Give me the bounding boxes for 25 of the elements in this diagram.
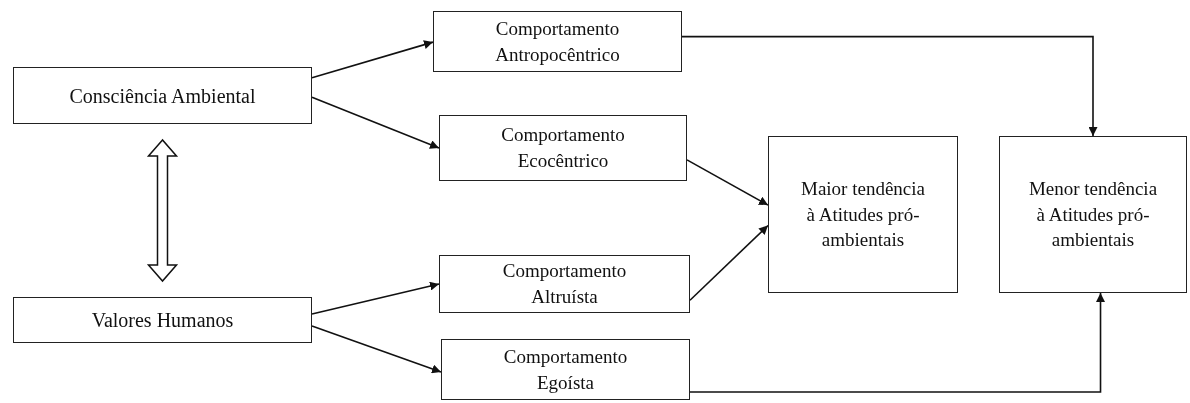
arrow [311, 325, 442, 374]
arrow [689, 224, 769, 302]
double-block-arrow [146, 138, 179, 283]
concept-box [433, 11, 682, 72]
box-label: Consciência Ambiental [69, 83, 256, 108]
arrow [311, 281, 440, 315]
arrow [689, 292, 1105, 393]
concept-box [439, 255, 690, 313]
concept-box [439, 115, 687, 181]
arrow [686, 159, 769, 206]
concept-box [13, 297, 312, 343]
concept-box [768, 136, 958, 293]
box-label: Comportamento Antropocêntrico [494, 16, 621, 67]
box-label: Maior tendência à Atitudes pró-ambientais [800, 177, 926, 253]
concept-box [13, 67, 312, 124]
box-label: Comportamento Ecocêntrico [500, 123, 626, 173]
concept-box [999, 136, 1187, 293]
box-label: Valores Humanos [91, 308, 234, 332]
box-label: Comportamento Altruísta [501, 259, 628, 309]
box-label: Comportamento Egoísta [502, 344, 629, 395]
concept-box [441, 339, 690, 400]
arrow [311, 40, 434, 79]
box-label: Menor tendência à Atitudes pró-ambientais [1028, 177, 1158, 253]
arrow [311, 96, 440, 149]
arrow [681, 35, 1098, 137]
